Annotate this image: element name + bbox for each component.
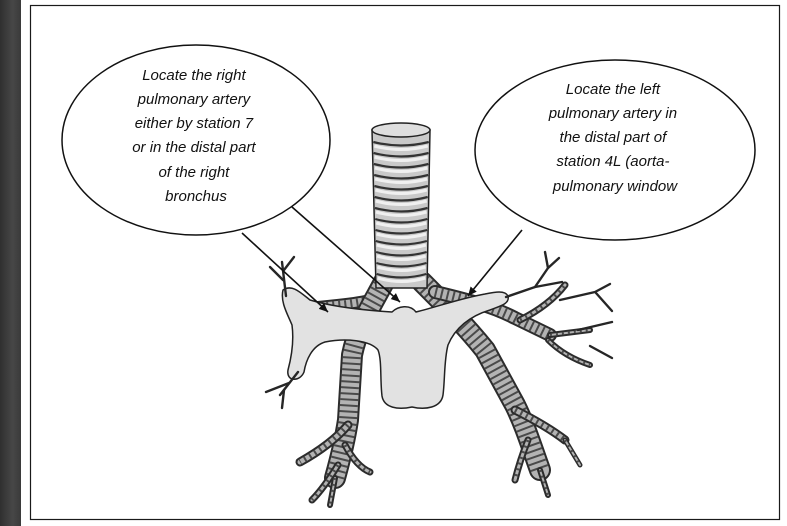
left-edge-strip: [0, 0, 21, 526]
callout-line: or in the distal part: [132, 139, 256, 156]
callout-line: of the right: [158, 164, 230, 181]
callout-line: either by station 7: [135, 115, 254, 132]
callout-line: Locate the left: [566, 81, 661, 98]
callout-line: pulmonary artery in: [548, 105, 677, 122]
callout-line: Locate the right: [142, 67, 246, 84]
callout-line: pulmonary window: [552, 178, 678, 195]
right-callout: Locate the left pulmonary artery in the …: [475, 60, 755, 240]
left-callout: Locate the right pulmonary artery either…: [62, 45, 330, 235]
trachea: [372, 123, 430, 288]
callout-line: pulmonary artery: [137, 91, 252, 108]
callout-line: bronchus: [165, 188, 227, 205]
callout-line: station 4L (aorta-: [556, 153, 669, 170]
callout-line: the distal part of: [560, 129, 669, 146]
trachea-opening: [372, 123, 430, 137]
